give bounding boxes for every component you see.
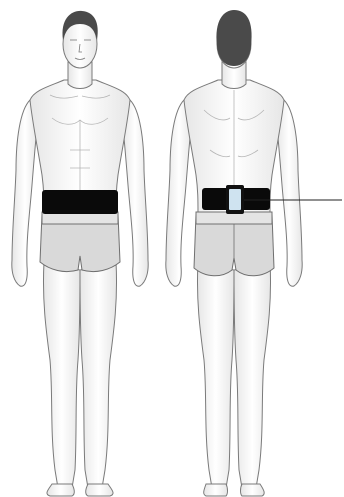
back-right-leg — [197, 262, 234, 488]
back-left-leg — [234, 262, 271, 488]
back-right-foot — [204, 484, 228, 496]
front-right-leg — [43, 262, 80, 488]
back-left-foot — [241, 484, 265, 496]
back-hair — [216, 10, 251, 66]
front-belt — [42, 190, 118, 214]
front-right-foot — [47, 484, 74, 496]
front-left-leg — [80, 262, 117, 488]
front-left-foot — [86, 484, 113, 496]
belt-device — [226, 185, 244, 214]
belt-device-screen — [229, 189, 241, 210]
